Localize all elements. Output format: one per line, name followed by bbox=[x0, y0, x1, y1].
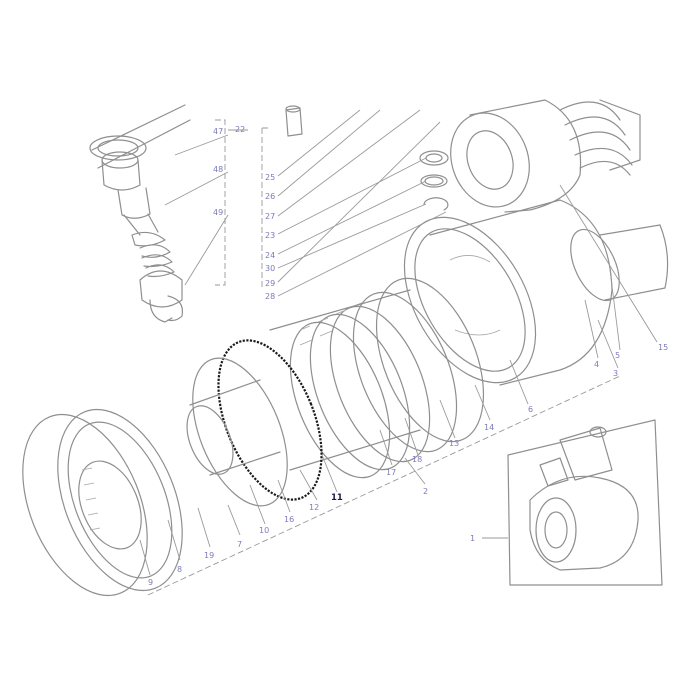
clutch-plates bbox=[269, 277, 485, 479]
callout-47: 47 bbox=[213, 127, 223, 136]
callout-4: 4 bbox=[594, 360, 599, 369]
group-bracket-47-49 bbox=[215, 119, 226, 286]
callout-14: 14 bbox=[484, 423, 494, 432]
callout-26: 26 bbox=[265, 192, 275, 201]
small-parts-group bbox=[285, 105, 449, 211]
callout-2: 2 bbox=[423, 487, 428, 496]
callout-48: 48 bbox=[213, 165, 223, 174]
callout-15: 15 bbox=[658, 343, 668, 352]
callout-6: 6 bbox=[528, 405, 533, 414]
callout-9: 9 bbox=[148, 578, 153, 587]
callout-18: 18 bbox=[412, 455, 422, 464]
inset-pump-unit bbox=[507, 419, 663, 586]
callout-30: 30 bbox=[265, 264, 275, 273]
callout-17: 17 bbox=[386, 468, 396, 477]
valve-spool-assembly bbox=[89, 104, 191, 323]
callout-7: 7 bbox=[237, 540, 242, 549]
callout-16: 16 bbox=[284, 515, 294, 524]
callout-12: 12 bbox=[309, 503, 319, 512]
group-bracket-22 bbox=[261, 127, 268, 290]
callout-29: 29 bbox=[265, 279, 275, 288]
callout-3: 3 bbox=[613, 369, 618, 378]
callout-49: 49 bbox=[213, 208, 223, 217]
callout-1: 1 bbox=[470, 534, 475, 543]
callout-22: 22 bbox=[235, 125, 245, 134]
shaft-and-gears bbox=[22, 357, 288, 597]
callout-24: 24 bbox=[265, 251, 275, 260]
leader-lines bbox=[139, 109, 658, 576]
callout-27: 27 bbox=[265, 212, 275, 221]
callout-25: 25 bbox=[265, 173, 275, 182]
callout-23: 23 bbox=[265, 231, 275, 240]
callout-28: 28 bbox=[265, 292, 275, 301]
callout-19: 19 bbox=[204, 551, 214, 560]
callout-13: 13 bbox=[449, 439, 459, 448]
callout-11: 11 bbox=[331, 493, 343, 503]
callout-10: 10 bbox=[259, 526, 269, 535]
callout-labels: 1 2 3 4 5 6 7 8 9 10 11 12 13 14 15 16 1… bbox=[148, 125, 668, 587]
baseline-dashed bbox=[147, 375, 621, 596]
callout-5: 5 bbox=[615, 351, 620, 360]
callout-8: 8 bbox=[177, 565, 182, 574]
friction-disc-highlighted bbox=[217, 339, 323, 501]
spring-top-right bbox=[559, 99, 641, 176]
